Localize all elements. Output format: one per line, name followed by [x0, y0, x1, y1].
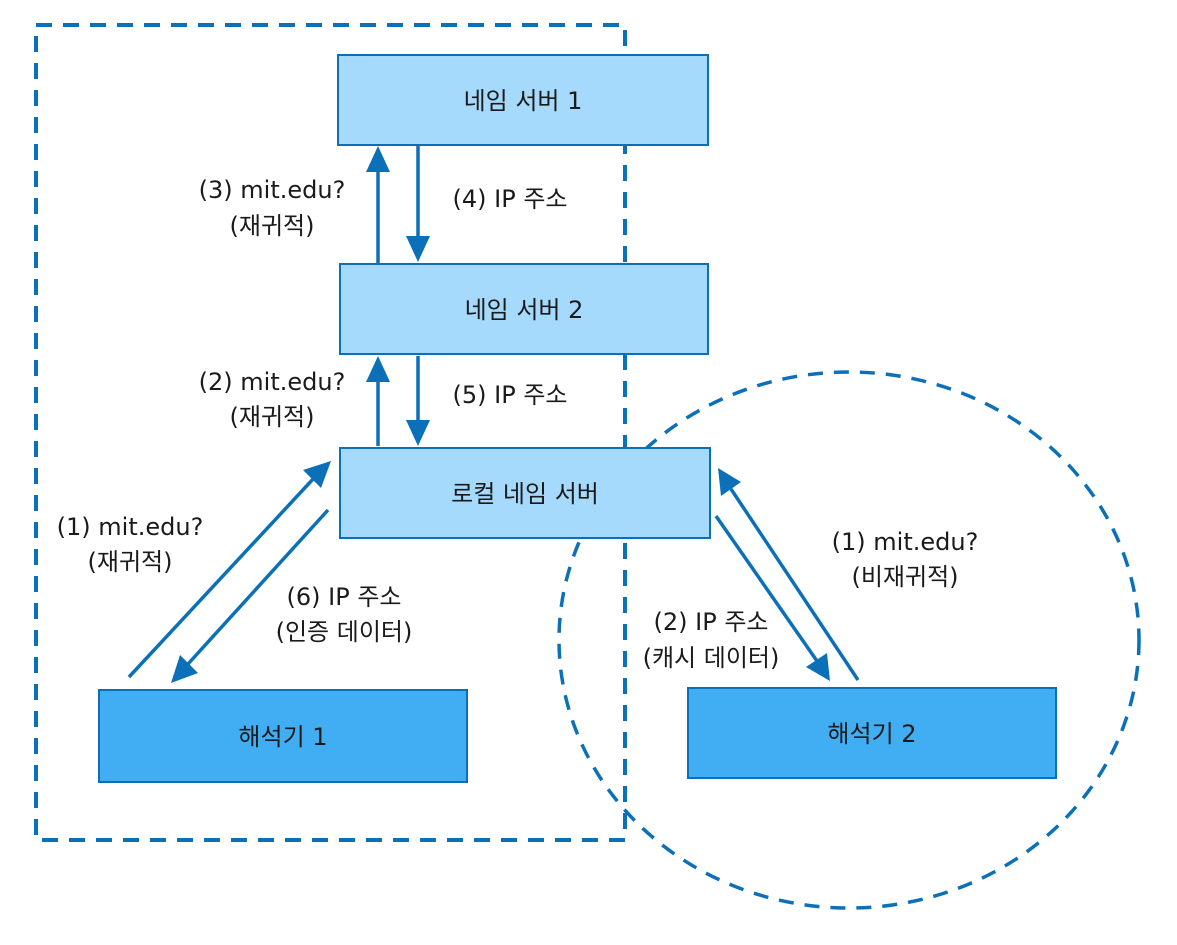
resolver-2-label: 해석기 2 — [827, 720, 916, 748]
arrow-r2-step2-down — [714, 514, 830, 681]
label-step1-mode: (재귀적) — [88, 548, 173, 576]
name-server-2-box — [339, 263, 709, 355]
resolver-2-box — [687, 687, 1057, 779]
label-r2-step2-note: (캐시 데이터) — [643, 644, 780, 672]
resolver-1-label: 해석기 1 — [238, 723, 327, 751]
name-server-2-label: 네임 서버 2 — [465, 296, 584, 324]
local-name-server-box — [339, 447, 711, 539]
label-step2-mode: (재귀적) — [230, 403, 315, 431]
local-name-server-label: 로컬 네임 서버 — [451, 480, 599, 508]
label-r2-step1-mode: (비재귀적) — [851, 563, 958, 591]
arrow-step1-up — [127, 461, 331, 679]
label-r2-step2-reply: (2) IP 주소 — [654, 608, 769, 636]
resolver-1-box — [98, 689, 468, 783]
label-step6-note: (인증 데이터) — [276, 618, 413, 646]
label-step6-reply: (6) IP 주소 — [287, 583, 402, 611]
label-step2-query: (2) mit.edu? — [199, 368, 346, 396]
label-step1-query: (1) mit.edu? — [57, 513, 204, 541]
label-step4-reply: (4) IP 주소 — [453, 185, 568, 213]
arrow-step5-down — [406, 356, 430, 446]
label-r2-step1-query: (1) mit.edu? — [832, 528, 979, 556]
arrow-step4-down — [406, 146, 430, 262]
cache-boundary-circle — [557, 370, 1141, 910]
name-server-1-label: 네임 서버 1 — [464, 87, 583, 115]
name-server-1-box — [337, 54, 709, 146]
arrow-step3-up — [366, 146, 390, 263]
arrow-step6-down — [171, 508, 330, 683]
arrow-r2-step1-up — [718, 468, 860, 681]
label-step5-reply: (5) IP 주소 — [453, 381, 568, 409]
label-step3-mode: (재귀적) — [230, 212, 315, 240]
label-step3-query: (3) mit.edu? — [199, 176, 346, 204]
arrow-step2-up — [366, 356, 390, 446]
